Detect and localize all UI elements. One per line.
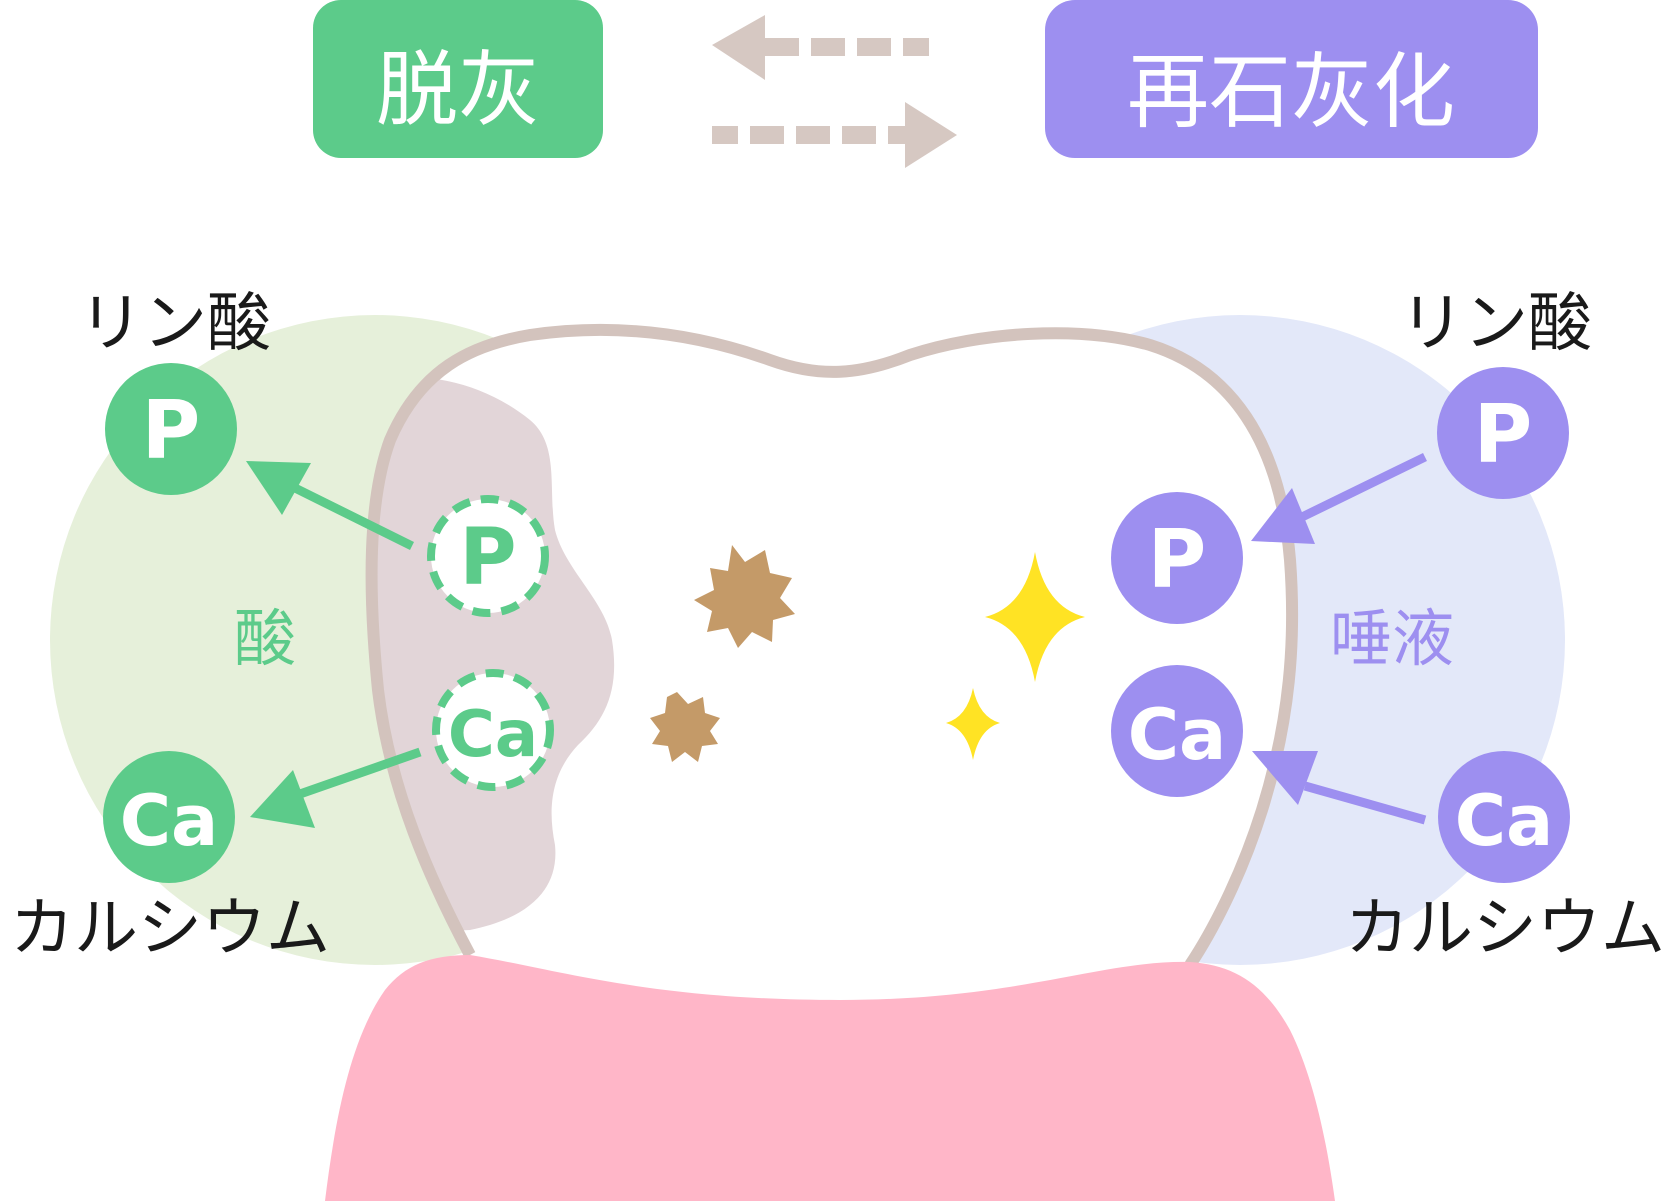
remineralization-badge <box>1045 0 1538 158</box>
tooth-calcium-symbol: Ca <box>448 698 538 772</box>
remineralization-title: 再石灰化 <box>1127 45 1455 140</box>
left-calcium-symbol: Ca <box>120 780 219 862</box>
right-exchange-arrow <box>712 102 957 168</box>
tooth-reentry-phosphate-ion <box>1111 492 1243 624</box>
stain-splat-icon <box>694 545 795 648</box>
tooth-phosphate-symbol: P <box>459 513 516 603</box>
decay-area <box>371 376 615 935</box>
tooth-reentry-phosphate-symbol: P <box>1148 513 1207 606</box>
tooth <box>371 329 1293 965</box>
right-phosphate-ion <box>1437 367 1569 499</box>
sparkle-icon <box>985 552 1085 682</box>
left-phosphate-ion <box>105 363 237 495</box>
calcium-uptake-arrow <box>1252 751 1427 825</box>
left-phosphate-label: リン酸 <box>79 287 271 361</box>
acid-label: 酸 <box>234 602 296 675</box>
tooth-reentry-calcium-ion <box>1111 665 1243 797</box>
right-calcium-symbol: Ca <box>1455 780 1554 862</box>
right-phosphate-label: リン酸 <box>1400 287 1592 361</box>
stain-splat-icon <box>650 692 720 762</box>
left-calcium-label: カルシウム <box>10 892 330 966</box>
right-phosphate-symbol: P <box>1474 388 1533 481</box>
left-exchange-arrow <box>712 15 929 80</box>
tooth-phosphate-ion <box>427 495 549 617</box>
tooth-outline <box>365 323 1299 969</box>
sparkle-icon <box>946 688 1000 760</box>
demineralization-title: 脱灰 <box>376 43 540 138</box>
right-calcium-label: カルシウム <box>1345 892 1665 966</box>
calcium-release-arrow <box>250 747 422 828</box>
left-calcium-ion <box>103 751 235 883</box>
gum <box>325 955 1335 1201</box>
phosphate-release-arrow <box>246 461 414 551</box>
phosphate-uptake-arrow <box>1251 452 1427 544</box>
right-calcium-ion <box>1438 751 1570 883</box>
demineralization-badge <box>313 0 603 158</box>
left-phosphate-symbol: P <box>142 384 201 477</box>
tooth-reentry-calcium-symbol: Ca <box>1128 694 1227 776</box>
saliva-label: 唾液 <box>1330 602 1454 675</box>
tooth-calcium-ion <box>432 669 554 791</box>
